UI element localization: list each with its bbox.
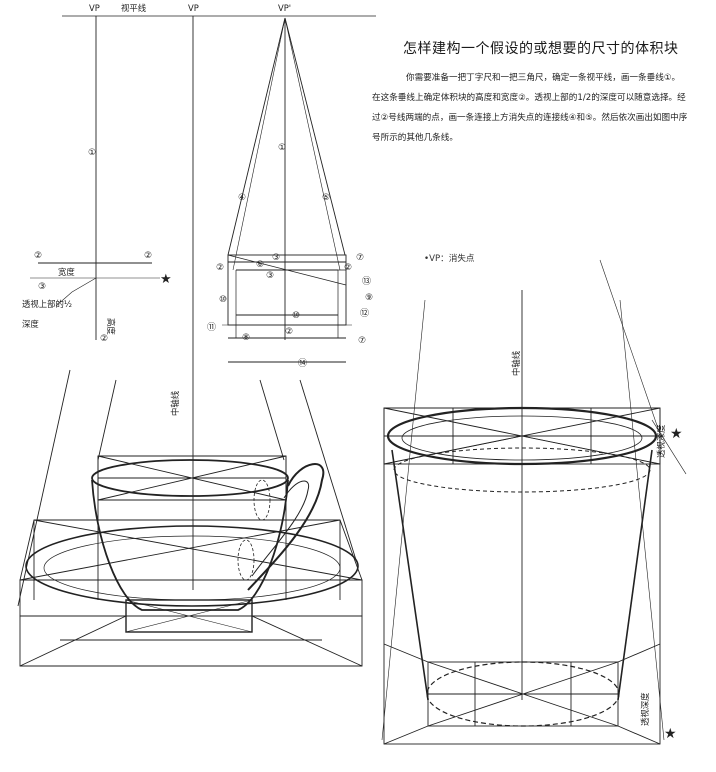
- cup-perspective-left: [17, 369, 71, 607]
- can-depth-tick-top: [651, 419, 687, 475]
- can-axis-label: 中轴线: [511, 350, 521, 376]
- height-label: 高度: [106, 318, 116, 335]
- depth-note-line2: 深度: [22, 319, 39, 329]
- mark-r-5: ⑤: [322, 193, 330, 203]
- can-corner-bl: [383, 725, 429, 745]
- mark-r-7b: ⑦: [358, 336, 366, 346]
- vp-left-label: VP: [89, 3, 100, 13]
- can-corner-br: [617, 725, 661, 745]
- can-body-right: [617, 449, 653, 701]
- mark-r-8: ⑧: [242, 333, 250, 343]
- cup-handle-outline: [247, 463, 325, 591]
- star-top-right: ★: [670, 426, 683, 442]
- mark-2-bottom: ②: [100, 334, 108, 344]
- horizon-group: VP 视平线 VP VP': [62, 3, 376, 17]
- can-bottom-diag-2: [427, 661, 619, 727]
- can-corner-tl: [383, 643, 429, 663]
- depth-leader: [55, 277, 97, 307]
- can-construction: 中轴线 透视深度: [381, 259, 687, 745]
- can-lid-inner: [401, 415, 643, 461]
- page-title: 怎样建构一个假设的或想要的尺寸的体积块: [403, 41, 679, 57]
- base-plane: [19, 615, 363, 667]
- can-diag-a: [383, 435, 523, 465]
- can-depth-label-bottom: 透视深度: [640, 692, 650, 726]
- mark-2-left: ②: [34, 251, 42, 261]
- left-construction-diagram: ① ② ② 宽度 ★ ③ 透视上部的½ 深度 高度 ②: [22, 16, 172, 344]
- mark-1: ①: [88, 148, 96, 158]
- base-diag-2: [251, 615, 363, 667]
- mark-r-2a: ②: [216, 263, 224, 273]
- can-lid-ellipse: [386, 406, 658, 466]
- base-diag-1: [19, 615, 127, 667]
- mark-2-right: ②: [144, 251, 152, 261]
- mark-r-12: ⑫: [360, 308, 369, 319]
- can-corner-tr: [617, 643, 661, 663]
- mark-r-10b: ⑩: [292, 311, 300, 321]
- mark-r-10a: ⑩: [219, 295, 227, 305]
- cup-perspective-l2: [97, 379, 117, 461]
- vanishing-point-note: •VP：消失点: [424, 254, 475, 264]
- can-bottom-ellipse: [426, 661, 620, 727]
- mark-r-1: ①: [278, 143, 286, 153]
- handle-construct-2: [237, 539, 255, 581]
- mark-3: ③: [38, 282, 46, 292]
- star-bottom-right: ★: [664, 726, 677, 742]
- star-marker: ★: [160, 272, 172, 287]
- mark-r-7a: ⑦: [356, 253, 364, 263]
- line-4: [227, 17, 286, 256]
- top-box: [227, 254, 347, 326]
- horizon-label: 视平线: [121, 3, 147, 13]
- width-label: 宽度: [58, 267, 75, 277]
- cup-perspective-r2: [259, 379, 285, 461]
- mark-r-14: ⑭: [298, 358, 307, 369]
- mark-r-4: ④: [238, 193, 246, 203]
- line-5: [284, 17, 346, 256]
- cup-perspective-right: [299, 379, 357, 561]
- mark-r-6: ⑥: [256, 260, 264, 270]
- mark-r-13: ⑬: [362, 276, 371, 287]
- mark-r-2c: ②: [285, 327, 293, 337]
- mark-r-2b: ②: [344, 263, 352, 273]
- cup-handle-inner: [251, 480, 310, 577]
- right-construction-diagram: ① ④ ⑤ ③ ⑥ ⑦ ② ② ③ ⑬ ⑨ ⑩ ⑩ ⑫ ⑪ ② ⑧ ⑭ ⑦: [207, 17, 373, 369]
- cup-construction: 中轴线: [17, 369, 363, 667]
- mark-r-3: ③: [272, 253, 280, 263]
- instruction-paragraph: 你需要准备一把丁字尺和一把三角尺，确定一条视平线，画一条垂线①。在这条垂线上确定…: [372, 73, 688, 143]
- vp-prime-label: VP': [278, 3, 291, 13]
- saucer-diag-1: [33, 519, 363, 581]
- mark-r-9: ⑨: [365, 293, 373, 303]
- vp-mid-label: VP: [188, 3, 199, 13]
- depth-note-line1: 透视上部的½: [22, 299, 72, 309]
- can-depth-label-top: 透视深度: [656, 424, 666, 458]
- handle-construct-1: [253, 479, 271, 521]
- saucer-ellipse: [25, 525, 359, 607]
- cup-body-outline: [91, 479, 289, 611]
- mark-r-3b: ③: [266, 271, 274, 281]
- mark-r-11: ⑪: [207, 322, 216, 333]
- can-diag-b: [521, 435, 661, 465]
- cup-rim-ellipse: [91, 459, 289, 497]
- line-to-vp-b: [284, 17, 341, 271]
- cup-axis-label: 中轴线: [170, 390, 180, 416]
- line-to-vp-a: [232, 17, 286, 271]
- can-persp-left: [381, 299, 426, 741]
- saucer-diag-2: [19, 519, 341, 581]
- can-body-left: [391, 449, 429, 701]
